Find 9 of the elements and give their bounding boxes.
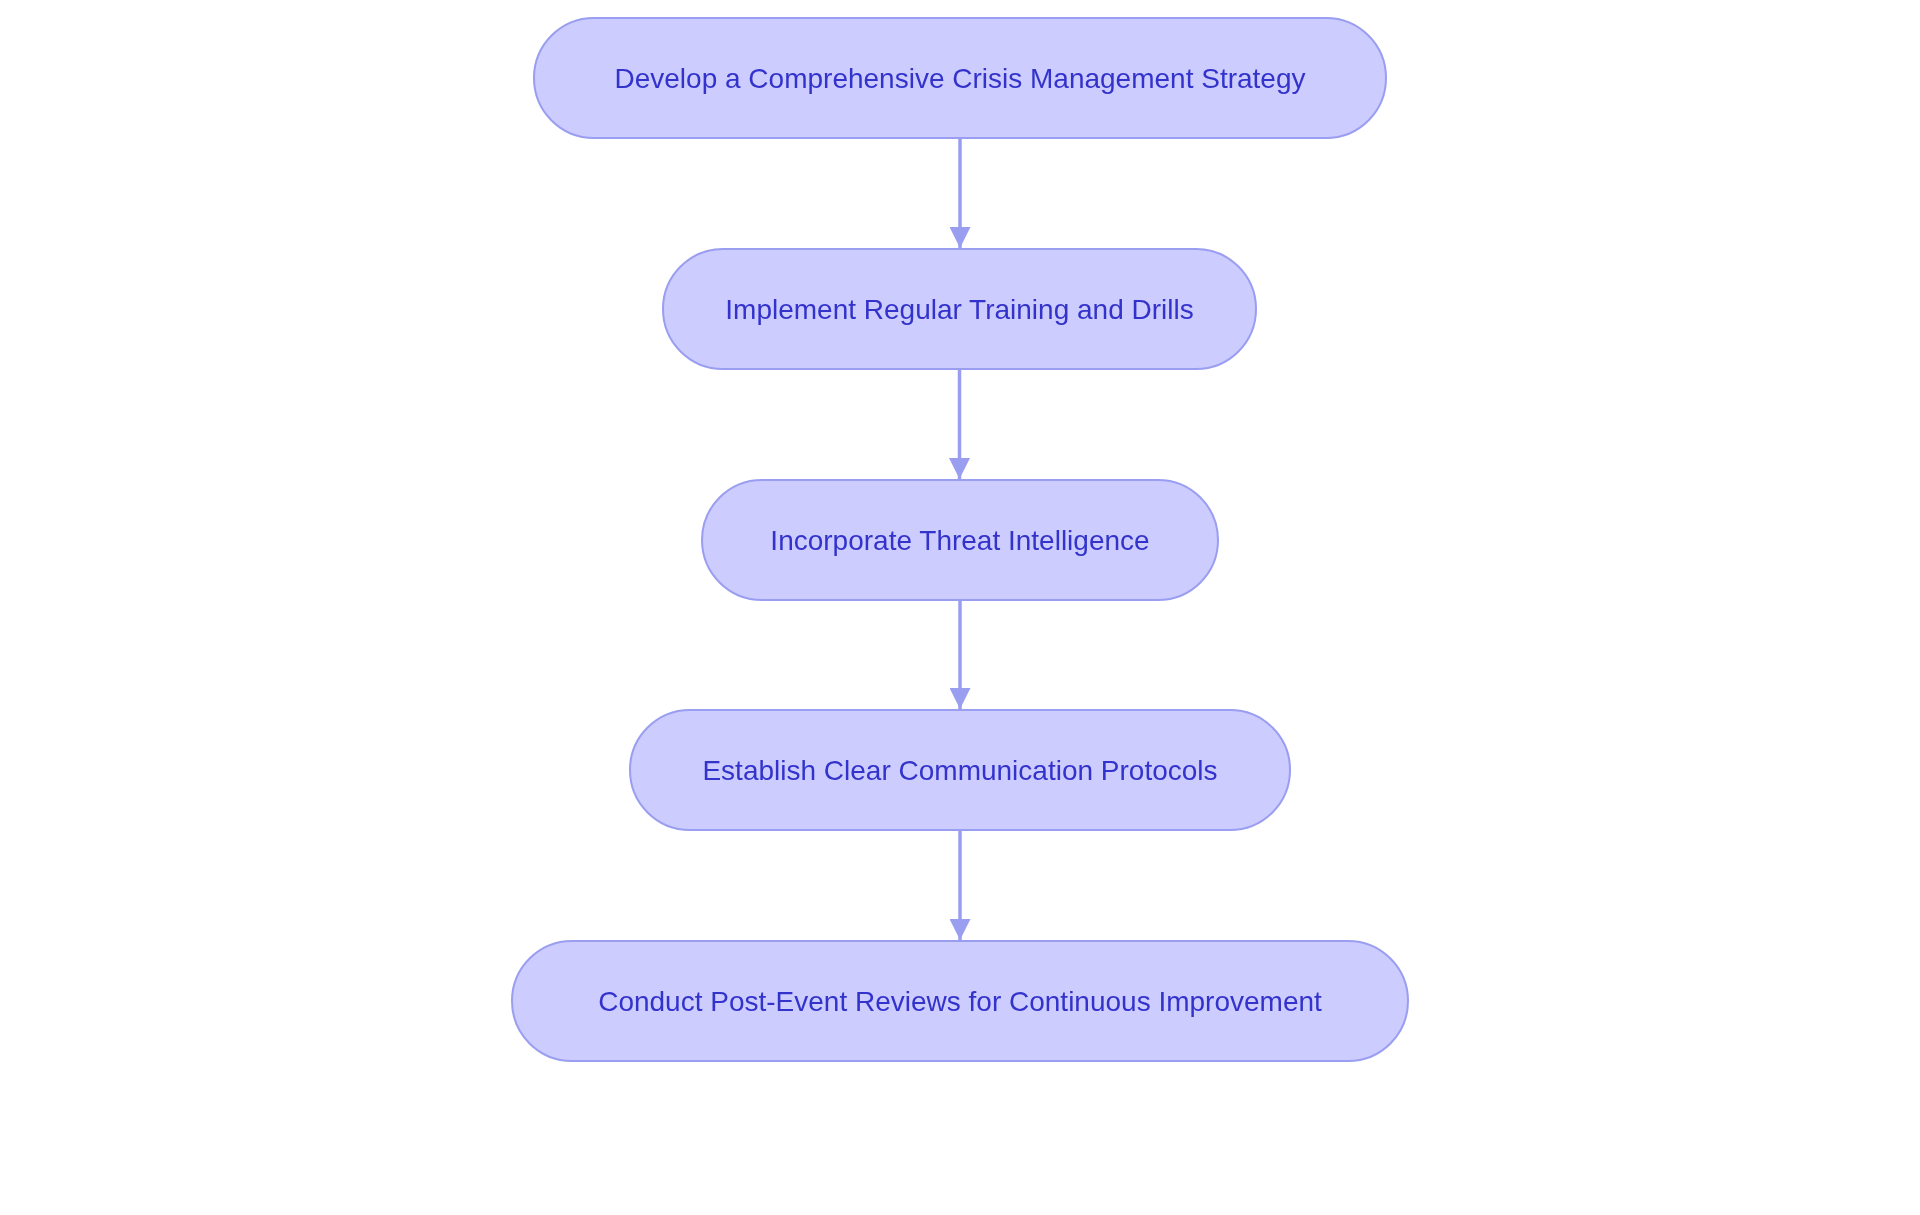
- step-label: Implement Regular Training and Drills: [725, 292, 1194, 327]
- arrow: [949, 370, 970, 479]
- step-label: Incorporate Threat Intelligence: [770, 523, 1150, 558]
- step-label: Develop a Comprehensive Crisis Management Strategy: [614, 61, 1306, 96]
- arrow: [949, 601, 971, 709]
- step-label: Establish Clear Communication Protocols: [702, 753, 1218, 788]
- arrow: [949, 831, 971, 940]
- step-label: Conduct Post-Event Reviews for Continuous Improvement: [598, 984, 1322, 1019]
- arrow: [949, 139, 971, 248]
